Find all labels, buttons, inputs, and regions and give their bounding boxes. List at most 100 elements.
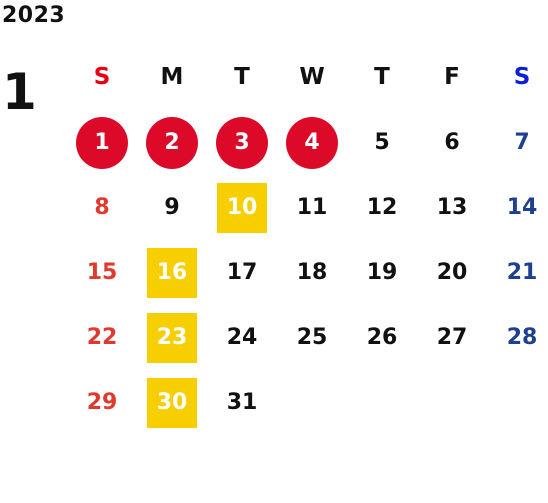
day-number: 12 <box>366 194 398 220</box>
day-cell[interactable]: 7 <box>487 110 548 175</box>
day-cell[interactable]: 29 <box>67 370 137 435</box>
day-cell[interactable]: 4 <box>277 110 347 175</box>
day-marker: 22 <box>77 313 127 363</box>
day-cell[interactable]: 28 <box>487 305 548 370</box>
day-marker: 12 <box>357 183 407 233</box>
day-cell[interactable]: 5 <box>347 110 417 175</box>
day-marker: 13 <box>427 183 477 233</box>
holiday-circle: 4 <box>286 116 338 169</box>
year-label: 2023 <box>2 3 66 28</box>
day-cell[interactable]: 21 <box>487 240 548 305</box>
weekday-header-sat: S <box>513 64 531 90</box>
day-number: 20 <box>436 259 468 285</box>
day-cell[interactable]: 15 <box>67 240 137 305</box>
day-cell[interactable]: 23 <box>137 305 207 370</box>
day-cell[interactable]: 25 <box>277 305 347 370</box>
day-number: 4 <box>304 129 320 155</box>
day-cell[interactable]: 24 <box>207 305 277 370</box>
day-marker: 9 <box>147 183 197 233</box>
day-cell[interactable]: 11 <box>277 175 347 240</box>
holiday-circle: 1 <box>76 116 128 169</box>
day-marker: 31 <box>217 378 267 428</box>
day-number: 15 <box>86 259 118 285</box>
weekday-header-sun: S <box>93 64 111 90</box>
day-marker: 19 <box>357 248 407 298</box>
day-cell[interactable]: 26 <box>347 305 417 370</box>
day-marker: 29 <box>77 378 127 428</box>
day-number: 9 <box>164 194 180 220</box>
day-number: 30 <box>156 389 188 415</box>
day-marker: 24 <box>217 313 267 363</box>
day-cell[interactable]: 12 <box>347 175 417 240</box>
day-number: 16 <box>156 259 188 285</box>
weekday-header-fri: F <box>444 64 460 90</box>
day-number: 18 <box>296 259 328 285</box>
day-cell[interactable]: 16 <box>137 240 207 305</box>
day-cell[interactable]: 20 <box>417 240 487 305</box>
day-number: 11 <box>296 194 328 220</box>
day-marker: 28 <box>497 313 547 363</box>
day-number: 5 <box>374 129 390 155</box>
day-cell[interactable]: 9 <box>137 175 207 240</box>
day-marker: 20 <box>427 248 477 298</box>
day-number: 19 <box>366 259 398 285</box>
day-cell[interactable]: 8 <box>67 175 137 240</box>
holiday-circle: 3 <box>216 116 268 169</box>
day-cell[interactable]: 1 <box>67 110 137 175</box>
day-cell[interactable]: 19 <box>347 240 417 305</box>
day-number: 14 <box>506 194 538 220</box>
day-cell[interactable]: 2 <box>137 110 207 175</box>
day-number: 22 <box>86 324 118 350</box>
day-number: 23 <box>156 324 188 350</box>
day-cell[interactable]: 14 <box>487 175 548 240</box>
day-number: 6 <box>444 129 460 155</box>
day-cell[interactable]: 27 <box>417 305 487 370</box>
day-marker: 7 <box>497 118 547 168</box>
day-number: 27 <box>436 324 468 350</box>
weekday-header-mon: M <box>160 64 184 90</box>
month-number: 1 <box>2 63 37 121</box>
weekday-header-wed: W <box>299 64 325 90</box>
day-number: 10 <box>226 194 258 220</box>
day-number: 13 <box>436 194 468 220</box>
day-cell[interactable]: 3 <box>207 110 277 175</box>
day-marker: 14 <box>497 183 547 233</box>
day-number: 7 <box>514 129 530 155</box>
day-marker: 15 <box>77 248 127 298</box>
day-marker: 8 <box>77 183 127 233</box>
day-cell[interactable]: 18 <box>277 240 347 305</box>
day-number: 17 <box>226 259 258 285</box>
day-marker: 21 <box>497 248 547 298</box>
day-number: 26 <box>366 324 398 350</box>
day-number: 3 <box>234 129 250 155</box>
day-marker: 11 <box>287 183 337 233</box>
day-cell[interactable]: 10 <box>207 175 277 240</box>
highlight-square: 10 <box>217 182 267 233</box>
day-number: 31 <box>226 389 258 415</box>
day-cell[interactable]: 6 <box>417 110 487 175</box>
day-cell[interactable]: 31 <box>207 370 277 435</box>
day-number: 21 <box>506 259 538 285</box>
day-marker: 25 <box>287 313 337 363</box>
day-number: 24 <box>226 324 258 350</box>
day-marker: 26 <box>357 313 407 363</box>
day-marker: 18 <box>287 248 337 298</box>
day-cell[interactable]: 17 <box>207 240 277 305</box>
day-cell[interactable]: 30 <box>137 370 207 435</box>
day-number: 8 <box>94 194 110 220</box>
highlight-square: 30 <box>147 377 197 428</box>
highlight-square: 16 <box>147 247 197 298</box>
day-marker: 5 <box>357 118 407 168</box>
day-cell[interactable]: 13 <box>417 175 487 240</box>
day-number: 2 <box>164 129 180 155</box>
weekday-header-thu: T <box>374 64 390 90</box>
day-number: 29 <box>86 389 118 415</box>
day-marker: 27 <box>427 313 477 363</box>
highlight-square: 23 <box>147 312 197 363</box>
weekday-header-tue: T <box>234 64 250 90</box>
day-marker: 6 <box>427 118 477 168</box>
day-cell[interactable]: 22 <box>67 305 137 370</box>
day-number: 28 <box>506 324 538 350</box>
day-marker: 17 <box>217 248 267 298</box>
